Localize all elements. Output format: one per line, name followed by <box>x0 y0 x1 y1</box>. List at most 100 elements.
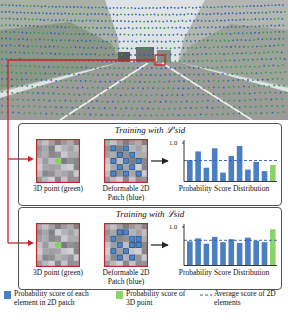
lidar-point <box>281 98 283 100</box>
lidar-point <box>71 33 73 35</box>
pixel <box>129 242 136 249</box>
lidar-point <box>236 39 238 41</box>
lidar-point <box>108 27 110 29</box>
lidar-point <box>21 85 23 87</box>
lidar-point <box>190 40 192 42</box>
lidar-point <box>277 65 279 67</box>
lidar-point <box>222 73 224 75</box>
lidar-point <box>213 46 215 48</box>
lidar-point <box>106 61 108 63</box>
lidar-point <box>276 51 278 53</box>
lidar-point <box>35 72 37 74</box>
lidar-point <box>235 66 237 68</box>
lidar-point <box>78 20 80 22</box>
lidar-point <box>34 32 36 34</box>
lidar-point <box>31 45 33 47</box>
patch-cell <box>111 158 116 163</box>
lidar-point <box>152 41 154 43</box>
lidar-point <box>112 101 114 103</box>
lidar-point <box>175 101 177 103</box>
lidar-point <box>157 47 159 49</box>
pixel <box>49 242 56 249</box>
lidar-point <box>33 25 35 27</box>
lidar-point <box>150 14 152 16</box>
lidar-point <box>187 27 189 29</box>
lidar-point <box>200 113 202 115</box>
pixel <box>123 242 130 249</box>
lidar-point <box>99 94 101 96</box>
lidar-point <box>182 94 184 96</box>
lidar-point <box>15 65 17 67</box>
lidar-point <box>66 20 68 22</box>
lidar-point <box>179 108 181 110</box>
patch-cell <box>130 242 135 247</box>
lidar-point <box>264 92 266 94</box>
lidar-point <box>213 86 215 88</box>
lidar-point <box>93 107 95 109</box>
lidar-point <box>103 54 105 56</box>
lidar-point <box>191 13 193 15</box>
lidar-point <box>40 73 42 75</box>
lidar-point <box>165 14 167 16</box>
pixel <box>42 236 49 243</box>
lidar-point <box>127 41 129 43</box>
lidar-point <box>25 65 27 67</box>
lidar-point <box>207 40 209 42</box>
lidar-point <box>17 105 19 107</box>
blue-bar <box>262 171 268 181</box>
lidar-point <box>71 67 73 69</box>
pixel <box>42 170 49 177</box>
lidar-point <box>174 60 176 62</box>
lidar-point <box>219 53 221 55</box>
lidar-point <box>262 38 264 40</box>
lidar-point <box>90 67 92 69</box>
lidar-point <box>134 114 136 116</box>
pixel <box>129 164 136 171</box>
patch-cell <box>123 158 128 163</box>
lidar-point <box>166 94 168 96</box>
lidar-point <box>156 67 158 69</box>
lidar-point <box>148 54 150 56</box>
lidar-point <box>51 113 53 115</box>
score-chart: Probability Score Distribution1.0 <box>169 221 279 278</box>
pixel <box>55 248 62 255</box>
lidar-point <box>259 52 261 54</box>
lidar-point <box>226 33 228 35</box>
lidar-point <box>139 115 141 117</box>
lidar-point <box>283 31 285 33</box>
pixel <box>61 158 68 165</box>
lidar-point <box>174 47 176 49</box>
lidar-point <box>183 80 185 82</box>
pixel <box>123 254 130 261</box>
lidar-point <box>86 54 88 56</box>
lidar-point <box>245 52 247 54</box>
lidar-point <box>205 33 207 35</box>
lidar-point <box>179 74 181 76</box>
lidar-point <box>273 85 275 87</box>
lidar-point <box>157 41 159 43</box>
lidar-point <box>265 98 267 100</box>
lidar-point <box>29 25 31 27</box>
lidar-point <box>193 80 195 82</box>
lidar-point <box>90 53 92 55</box>
lidar-point <box>265 45 267 47</box>
lidar-point <box>16 5 18 7</box>
lidar-point <box>217 106 219 108</box>
lidar-point <box>20 18 22 20</box>
lidar-point <box>101 20 103 22</box>
lidar-point <box>42 92 44 94</box>
lidar-point <box>144 48 146 50</box>
lidar-point <box>277 105 279 107</box>
lidar-point <box>170 54 172 56</box>
lidar-point <box>194 40 196 42</box>
lidar-point <box>227 26 229 28</box>
pixel <box>129 236 136 243</box>
pixel <box>42 242 49 249</box>
lidar-point <box>9 11 11 13</box>
lidar-point <box>236 52 238 54</box>
lidar-point <box>255 18 257 20</box>
pixel <box>42 164 49 171</box>
pixel <box>129 152 136 159</box>
lidar-point <box>232 53 234 55</box>
axis-value: 1.0 <box>169 139 177 146</box>
